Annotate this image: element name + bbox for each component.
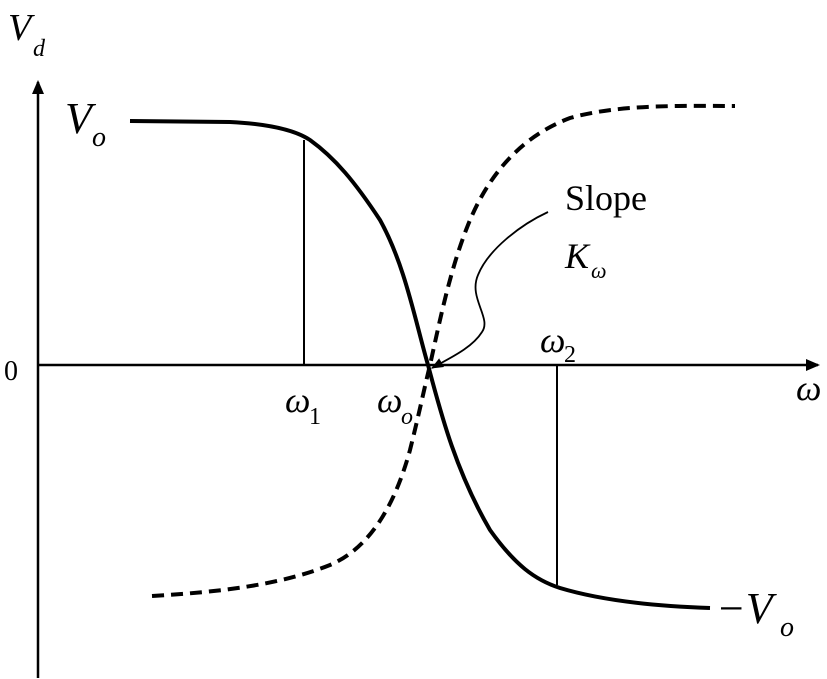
svg-text:1: 1: [309, 404, 321, 430]
slope-symbol-label: K ω: [564, 236, 607, 283]
svg-text:2: 2: [564, 342, 576, 368]
svg-text:K: K: [564, 236, 591, 276]
svg-text:ω: ω: [540, 320, 565, 360]
svg-text:o: o: [401, 404, 413, 430]
svg-text:ω: ω: [285, 380, 310, 420]
omega1-label: ω 1: [285, 380, 321, 430]
omega0-label: ω o: [377, 380, 413, 430]
x-axis-label: ω: [796, 368, 821, 408]
y-axis-label: V d: [8, 7, 46, 62]
svg-text:o: o: [92, 122, 106, 153]
svg-text:ω: ω: [591, 258, 607, 283]
svg-text:d: d: [33, 36, 46, 62]
slope-pointer-arrow: [431, 211, 549, 369]
svg-text:V: V: [65, 94, 97, 143]
origin-label: 0: [4, 356, 18, 387]
dashed-characteristic-curve: [151, 103, 736, 598]
solid-characteristic-curve: [129, 119, 711, 610]
svg-text:−V: −V: [716, 584, 778, 633]
omega2-label: ω 2: [540, 320, 576, 368]
v0-label: V o: [65, 94, 106, 153]
svg-text:V: V: [8, 7, 35, 49]
neg-v0-label: −V o: [716, 584, 794, 643]
svg-text:ω: ω: [377, 380, 402, 420]
slope-label: Slope: [565, 178, 647, 218]
svg-text:o: o: [780, 612, 794, 643]
